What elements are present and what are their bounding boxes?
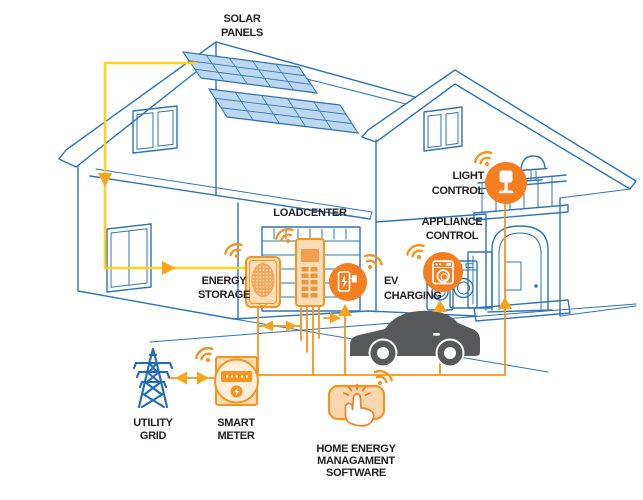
right-eave-line: [559, 188, 631, 199]
left-wall: [77, 166, 235, 320]
touch-hand-icon: [343, 383, 375, 427]
label-hems: SOFTWARE: [326, 467, 386, 479]
garage-roof-top: [95, 168, 373, 220]
label-appliance-control: CONTROL: [426, 230, 479, 242]
label-loadcenter: LOADCENTER: [273, 207, 347, 219]
house-outline: [58, 41, 637, 373]
label-smart-meter: METER: [217, 430, 254, 442]
label-solar-panels: PANELS: [221, 27, 263, 39]
hems-device: [327, 383, 386, 427]
wifi-icon: [222, 240, 248, 264]
label-utility-grid: GRID: [140, 430, 167, 442]
speaker-oval: [251, 263, 275, 297]
right-roof: [361, 69, 637, 190]
transmission-tower-icon: [132, 347, 174, 409]
label-light-control: LIGHT: [453, 170, 485, 182]
label-smart-meter: SMART: [217, 417, 255, 429]
wifi-icon: [359, 251, 385, 275]
ev-charger-icon: [337, 271, 357, 292]
breakers: [301, 267, 318, 298]
front-door: [487, 225, 553, 313]
down-arrow: [98, 173, 112, 187]
roof-ridge: [215, 41, 416, 98]
appliance-control-badge: [423, 252, 463, 292]
ev-charging-badge: [329, 263, 367, 301]
lamp-icon: [498, 170, 514, 194]
table-lamp-icon: [518, 155, 548, 182]
washing-machine-icon: [432, 260, 454, 285]
light-control-badge: [485, 162, 527, 204]
car: [350, 310, 480, 368]
wifi-icon: [404, 241, 430, 265]
door-handle: [433, 333, 440, 336]
loadcenter-conduits: [300, 304, 320, 376]
left-roof: [58, 41, 217, 168]
lower-window: [106, 223, 152, 293]
lightning-bolt-icon: [234, 387, 240, 396]
tap-rays: [343, 383, 371, 396]
label-appliance-control: APPLIANCE: [422, 216, 483, 228]
upper-window: [132, 105, 178, 154]
diagram-labels: SOLAR PANELS LOADCENTER ENERGY STORAGE L…: [133, 13, 485, 479]
smart-meter-device: [214, 356, 259, 406]
label-solar-panels: SOLAR: [223, 13, 260, 25]
riser-arrows: [338, 297, 512, 316]
right-house-floor-line: [375, 213, 487, 311]
energy-storage-unit: [245, 256, 281, 308]
solar-wire: [98, 61, 246, 275]
loadcenter-panel: [295, 238, 325, 307]
label-ev-charging: EV: [384, 275, 399, 287]
label-hems: MANAGAMENT: [317, 455, 395, 467]
label-energy-storage: ENERGY: [202, 275, 248, 287]
label-ev-charging: CHARGING: [384, 290, 442, 302]
dormer-window: [423, 106, 463, 152]
panel-screen: [301, 249, 319, 262]
garage-roof-eave: [89, 175, 371, 220]
label-utility-grid: UTILITY: [133, 417, 173, 429]
label-hems: HOME ENERGY: [316, 443, 396, 455]
label-energy-storage: STORAGE: [198, 289, 250, 301]
wifi-icon: [192, 343, 219, 368]
solar-panel-icon: [181, 51, 360, 134]
label-light-control: CONTROL: [432, 185, 485, 197]
right-arrow: [162, 261, 176, 275]
